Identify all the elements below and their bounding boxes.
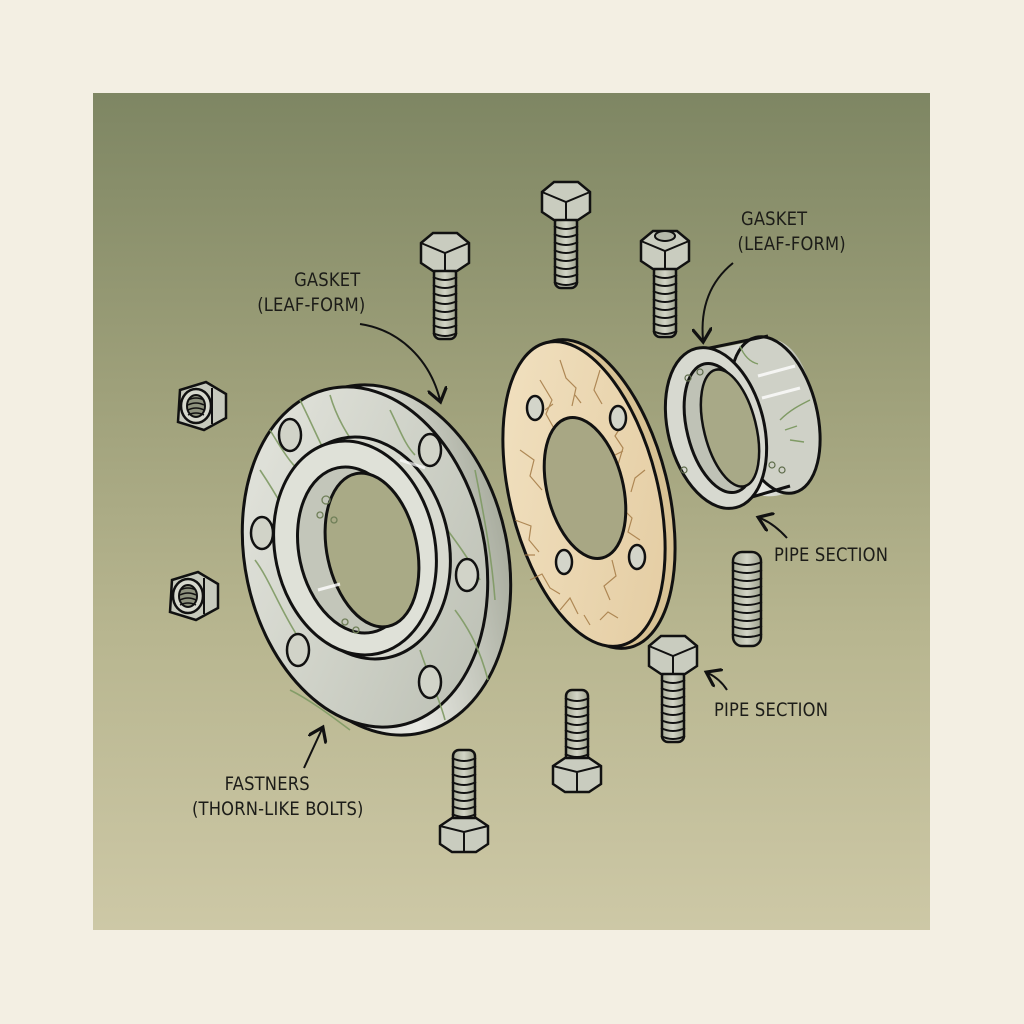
threaded-stud (731, 550, 763, 648)
hex-nut (176, 380, 228, 432)
pipe-section-label-upper-text: PIPE SECTION (774, 544, 889, 566)
gasket (501, 338, 677, 650)
gasket-label-right-title: GASKET (741, 208, 808, 230)
hex-bolt (647, 634, 699, 744)
pipe-section-label-lower: PIPE SECTION (714, 698, 828, 723)
hex-bolt (551, 688, 603, 794)
fasteners-label-title: FASTNERS (224, 773, 310, 795)
hex-bolt (438, 748, 490, 854)
gasket-label-left: GASKET (LEAF-FORM) (257, 268, 365, 318)
pipe-section-label-upper: PIPE SECTION (774, 543, 888, 568)
hex-bolt (639, 229, 691, 339)
hex-nut (168, 570, 220, 622)
fasteners-label: FASTNERS (THORN-LIKE BOLTS) (192, 772, 364, 822)
hex-bolt (540, 180, 592, 290)
hex-bolt (419, 231, 471, 341)
leader-arrows (303, 262, 788, 769)
flange (240, 383, 513, 737)
gasket-label-left-subtitle: (LEAF-FORM) (257, 294, 366, 316)
gasket-label-right-subtitle: (LEAF-FORM) (737, 233, 846, 255)
fasteners-label-subtitle: (THORN-LIKE BOLTS) (192, 798, 364, 820)
pipe-section-label-lower-text: PIPE SECTION (714, 699, 829, 721)
pipe-ring (663, 334, 822, 510)
gasket-label-left-title: GASKET (294, 269, 361, 291)
gasket-label-right: GASKET (LEAF-FORM) (737, 207, 846, 257)
